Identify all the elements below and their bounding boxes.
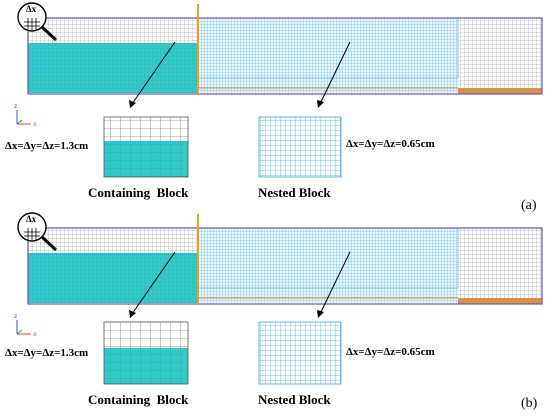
nested-resolution-label: Δx=Δy=Δz=0.65cm bbox=[346, 346, 435, 358]
svg-text:z: z bbox=[14, 103, 17, 110]
right-air-region bbox=[458, 228, 542, 298]
bed-region bbox=[458, 298, 542, 304]
magnifier-icon bbox=[17, 2, 58, 42]
panel-b-figure: z x bbox=[14, 212, 543, 385]
panel-b: z x Δx Δx=Δy=Δz=1.3cm Δx=Δy=Δz=0.65cm Co… bbox=[0, 210, 550, 420]
arrow-to-nested bbox=[317, 251, 351, 318]
panel-a: z x Δx Δx=Δy=Δz=1.3cm Δx=Δy=Δz=0.65cm bbox=[5, 2, 543, 213]
tank-domain bbox=[27, 4, 543, 95]
containing-block-caption: Containing Block bbox=[88, 392, 189, 407]
svg-text:z: z bbox=[14, 313, 17, 320]
domain-border bbox=[27, 17, 543, 95]
nested-resolution-label: Δx=Δy=Δz=0.65cm bbox=[346, 138, 435, 150]
panel-label-b: (b) bbox=[521, 396, 538, 411]
panel-a-figure: z x bbox=[14, 2, 543, 178]
arrow-to-containing bbox=[129, 251, 176, 318]
axes-icon: z x bbox=[14, 103, 37, 128]
svg-text:x: x bbox=[33, 331, 37, 338]
bed-region bbox=[458, 88, 542, 94]
nested-block-caption: Nested Block bbox=[258, 185, 331, 200]
magnifier-label: Δx bbox=[26, 214, 37, 224]
domain-border bbox=[27, 227, 543, 305]
containing-block-caption: Containing Block bbox=[88, 185, 189, 200]
arrow-to-nested bbox=[317, 41, 351, 108]
magnifier-icon bbox=[17, 212, 58, 252]
containing-resolution-label: Δx=Δy=Δz=1.3cm bbox=[5, 140, 89, 152]
nested-block-caption: Nested Block bbox=[258, 392, 331, 407]
containing-zoom-panel bbox=[103, 321, 189, 385]
panel-label-a: (a) bbox=[521, 198, 537, 213]
containing-zoom-panel bbox=[103, 116, 189, 178]
nested-zoom-panel bbox=[258, 116, 342, 178]
axes-icon: z x bbox=[14, 313, 37, 338]
right-air-region bbox=[458, 18, 542, 88]
arrow-to-containing bbox=[129, 41, 176, 108]
containing-resolution-label: Δx=Δy=Δz=1.3cm bbox=[5, 347, 89, 359]
tank-domain bbox=[27, 214, 543, 305]
svg-text:x: x bbox=[33, 121, 37, 128]
magnifier-label: Δx bbox=[26, 4, 37, 14]
nested-zoom-panel bbox=[258, 321, 342, 385]
